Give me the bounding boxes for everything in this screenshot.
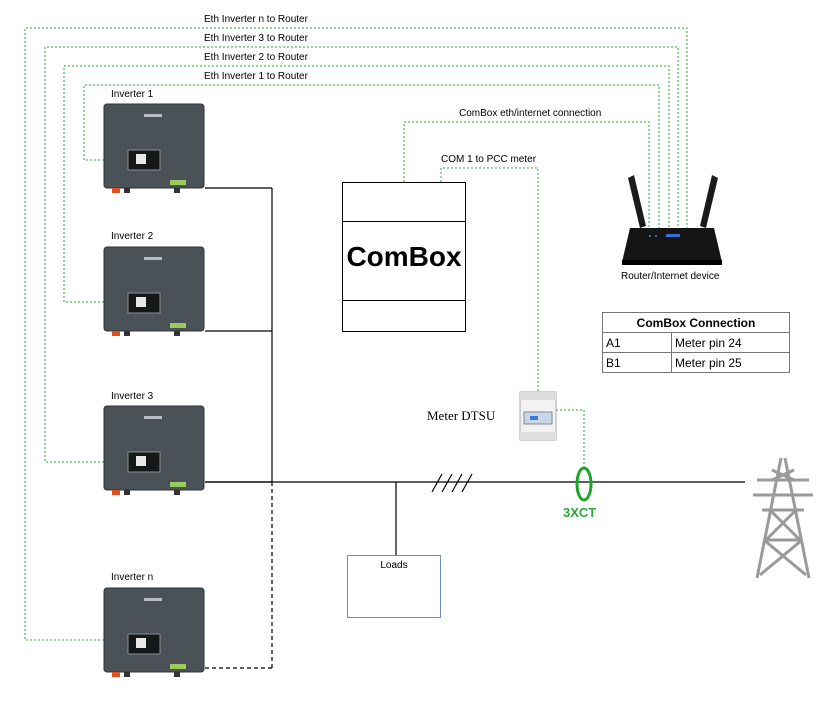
table-row: A1 Meter pin 24 [602,332,790,353]
eth-line-inverter-1 [83,84,660,228]
eth-inverter-n-label: Eth Inverter n to Router [204,14,308,25]
three-phase-marks [431,473,473,493]
inverter-icon [103,246,205,336]
table-row: B1 Meter pin 25 [602,352,790,373]
inverter-3 [103,405,205,495]
table-header-row: ComBox Connection [602,312,790,333]
meter-icon [519,391,557,441]
power-tower-icon [753,457,813,579]
inverter-icon [103,405,205,495]
inverter-3-label: Inverter 3 [111,391,154,402]
combox-connection-table: ComBox Connection A1 Meter pin 24 B1 Met… [602,312,790,373]
table-cell-pin: B1 [602,352,672,373]
combox-bottom-section [343,300,465,331]
inverter-icon [103,587,205,677]
combox-top-section [343,183,465,222]
ac-dashed-inverter-n [205,482,273,669]
inverter-2 [103,246,205,336]
table-cell-meter: Meter pin 24 [671,332,790,353]
ct-label: 3XCT [563,505,597,520]
inverter-1 [103,103,205,193]
inverter-1-label: Inverter 1 [111,89,154,100]
inverter-n [103,587,205,677]
ct-icon [575,466,593,502]
table-cell-pin: A1 [602,332,672,353]
com1-label: COM 1 to PCC meter [441,154,537,165]
eth-line-inverter-2 [63,65,670,303]
ac-wiring [205,187,745,555]
eth-inverter-3-label: Eth Inverter 3 to Router [204,33,308,44]
eth-inverter-2-label: Eth Inverter 2 to Router [204,52,308,63]
eth-inverter-1-label: Eth Inverter 1 to Router [204,71,308,82]
inverter-2-label: Inverter 2 [111,231,154,242]
inverter-icon [103,103,205,193]
eth-line-inverter-3 [44,46,679,463]
ethernet-lines [24,27,688,641]
loads-label: Loads [380,560,408,571]
inverter-n-label: Inverter n [111,572,154,583]
combox-device: ComBox [342,182,466,332]
combox-title: ComBox [346,241,462,272]
meter-ct-line [556,409,585,470]
combox-eth-label: ComBox eth/internet connection [459,108,602,119]
meter-label: Meter DTSU [427,408,496,423]
loads-box: Loads [347,555,441,618]
eth-line-combox [403,121,650,228]
table-title: ComBox Connection [602,312,790,333]
eth-line-inverter-n [24,27,688,641]
table-cell-meter: Meter pin 25 [671,352,790,373]
router-icon [622,175,722,265]
router-label: Router/Internet device [621,271,720,282]
